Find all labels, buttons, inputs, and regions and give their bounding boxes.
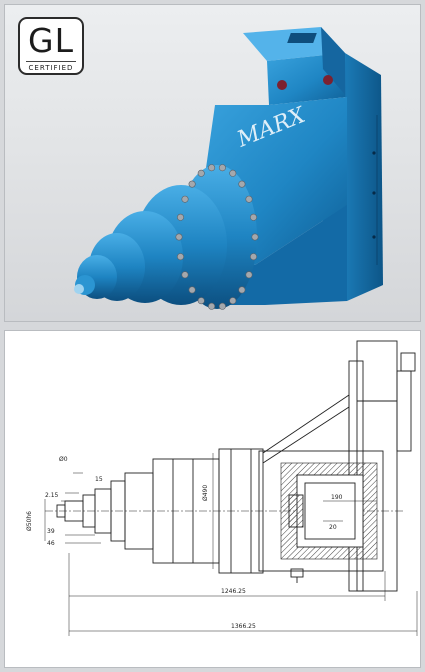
flange-bolt xyxy=(229,297,237,305)
dim-20: 20 xyxy=(329,524,337,531)
flange-bolt xyxy=(238,180,246,188)
product-photo-panel: MARX GL CERTIFIED xyxy=(4,4,421,322)
dim-2-15: 2.15 xyxy=(45,492,59,499)
dim-d0: Ø0 xyxy=(59,456,68,463)
flange-bolt xyxy=(218,164,226,172)
dim-15: 15 xyxy=(95,476,103,483)
flange-bolt xyxy=(251,233,259,241)
flange-bolt xyxy=(177,213,185,221)
dim-46: 46 xyxy=(47,540,55,547)
flange-bolt xyxy=(197,297,205,305)
flange-bolt xyxy=(238,286,246,294)
technical-drawing-panel: 1246.25 1366.25 Ø50h6 Ø490 Ø0 15 2.15 39… xyxy=(4,330,421,668)
flange-bolt xyxy=(250,253,258,261)
lifting-eye-left xyxy=(277,80,287,90)
flange-bolt xyxy=(175,233,183,241)
dim-1366: 1366.25 xyxy=(231,623,256,630)
flange-bolt xyxy=(177,253,185,261)
flange-bolt xyxy=(181,271,189,279)
flange-bolt xyxy=(250,213,258,221)
housing-top-face xyxy=(243,27,345,61)
flange-bolt xyxy=(188,180,196,188)
dim-d490: Ø490 xyxy=(202,485,209,501)
flange-bolt xyxy=(245,195,253,203)
flange-bolt xyxy=(229,169,237,177)
flange-bolt xyxy=(197,169,205,177)
flange-bolt xyxy=(245,271,253,279)
flange-bolt xyxy=(188,286,196,294)
lifting-eye-right xyxy=(323,75,333,85)
bolt-circle xyxy=(175,164,259,310)
flange-bolt xyxy=(208,302,216,310)
gl-badge-text: GL xyxy=(28,21,74,60)
flange-bolt xyxy=(218,302,226,310)
mounting-plate xyxy=(345,53,383,301)
gl-certified-badge: GL CERTIFIED xyxy=(18,17,84,75)
dim-1246: 1246.25 xyxy=(221,588,246,595)
dim-d50: Ø50h6 xyxy=(26,511,33,531)
flange-bolt xyxy=(208,164,216,172)
gl-badge-subtext: CERTIFIED xyxy=(26,61,76,72)
section-drawing: 1246.25 1366.25 Ø50h6 Ø490 Ø0 15 2.15 39… xyxy=(26,340,418,636)
dim-39: 39 xyxy=(47,528,55,535)
dim-190: 190 xyxy=(331,494,343,501)
gearbox-illustration: MARX xyxy=(74,27,383,310)
flange-bolt xyxy=(181,195,189,203)
